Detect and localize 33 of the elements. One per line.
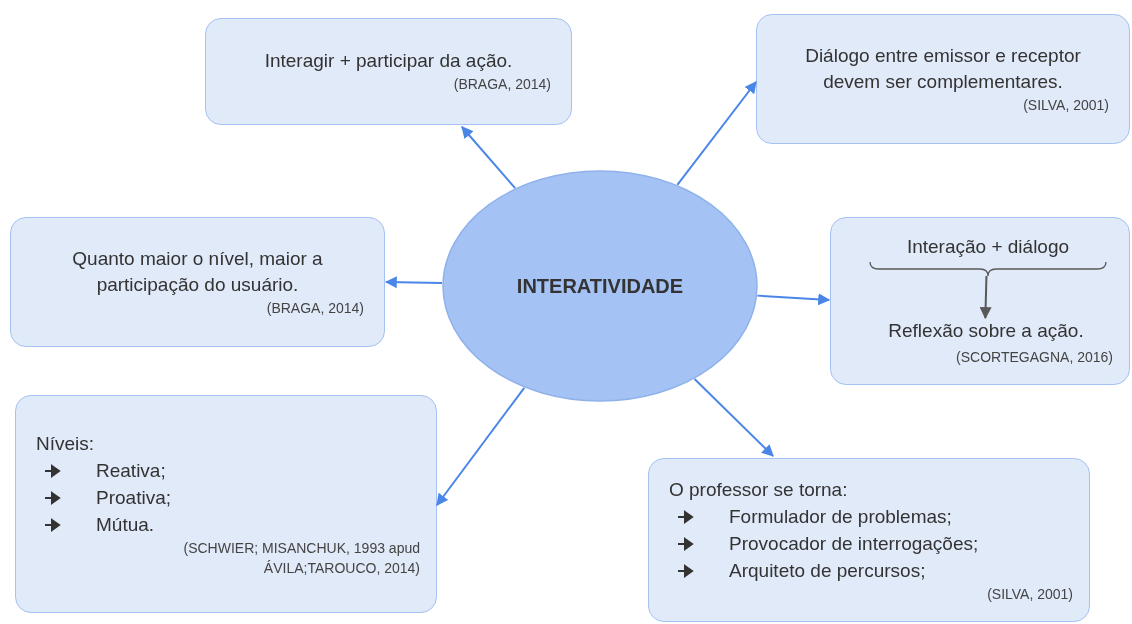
arrow: [979, 275, 992, 320]
note-text: Diálogo entre emissor e receptor devem ser complementares.: [804, 43, 1082, 94]
citation-text: (BRAGA, 2014): [453, 75, 551, 94]
arrow: [756, 293, 831, 306]
citation-text: (SILVA, 2001): [1023, 95, 1109, 115]
note-text: Interagir + participar da ação.: [264, 49, 513, 73]
list-heading: Níveis:: [36, 432, 96, 456]
note-card: [648, 458, 1090, 622]
note-card: [10, 217, 385, 347]
arrow: [693, 377, 774, 457]
list-item: Provocador de interrogações;: [729, 532, 979, 556]
citation-text: (BRAGA, 2014): [266, 298, 364, 318]
arrow: [676, 81, 757, 186]
note-text: Quanto maior o nível, maior a participação do usuário.: [71, 246, 324, 297]
citation-text: (SILVA, 2001): [987, 585, 1073, 604]
list-item: Reativa;: [96, 459, 166, 483]
note-card: [830, 217, 1130, 385]
arrow: [461, 126, 517, 190]
list-item: Proativa;: [96, 486, 171, 510]
note-card: [205, 18, 572, 125]
central-concept-text: INTERATIVIDADE: [516, 274, 684, 299]
citation-text: (SCORTEGAGNA, 2016): [956, 348, 1113, 367]
term-text: Reflexão sobre a ação.: [888, 319, 1084, 343]
list-item: Formulador de problemas;: [729, 505, 952, 529]
arrow: [384, 276, 444, 289]
note-card: [15, 395, 437, 613]
arrow: [436, 386, 526, 506]
list-item: Mútua.: [96, 513, 155, 537]
list-heading: O professor se torna:: [669, 478, 849, 502]
citation-text: (SCHWIER; MISANCHUK, 1993 apud ÁVILA;TAROUCO, 2014): [182, 539, 420, 578]
term-text: Interação + diálogo: [906, 235, 1070, 259]
note-card: [756, 14, 1130, 144]
list-item: Arquiteto de percursos;: [729, 559, 926, 583]
